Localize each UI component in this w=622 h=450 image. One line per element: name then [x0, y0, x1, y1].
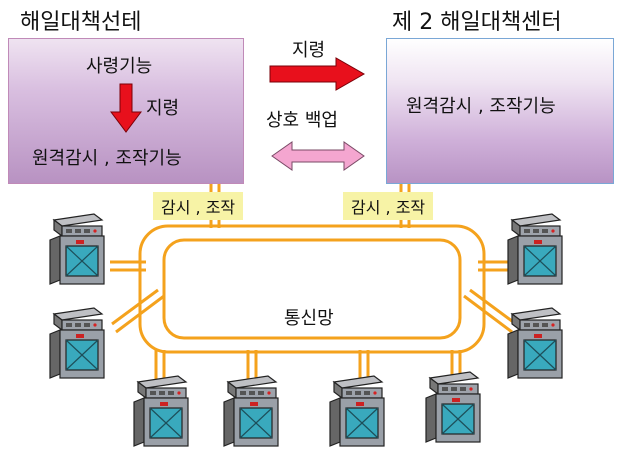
- left-remote-function-label: 원격감시 , 조작기능: [32, 148, 182, 169]
- internal-command-label: 지령: [146, 98, 180, 119]
- server-terminal-3: [507, 213, 563, 285]
- right-center-panel: [386, 38, 614, 184]
- server-terminal-8: [425, 371, 481, 443]
- network-label: 통신망: [284, 308, 334, 329]
- monitor-control-tag-right: 감시 , 조작: [343, 192, 434, 220]
- server-terminal-7: [329, 375, 385, 447]
- right-remote-function-label: 원격감시 , 조작기능: [406, 96, 556, 117]
- server-terminal-1: [49, 213, 105, 285]
- server-terminal-5: [133, 375, 189, 447]
- command-arrow: [269, 57, 366, 91]
- server-terminal-6: [223, 375, 279, 447]
- command-link-label: 지령: [292, 40, 326, 61]
- server-terminal-4: [507, 307, 563, 379]
- backup-link-label: 상호 백업: [266, 110, 338, 131]
- right-center-title: 제 2 해일대책센터: [392, 10, 562, 35]
- backup-arrow: [271, 141, 365, 171]
- server-terminal-2: [49, 307, 105, 379]
- monitor-control-tag-left: 감시 , 조작: [153, 192, 244, 220]
- left-center-panel: [8, 38, 244, 184]
- network-ring: [138, 224, 486, 354]
- command-function-label: 사령기능: [86, 56, 153, 77]
- server-links: [110, 260, 517, 382]
- internal-command-arrow: [110, 83, 142, 133]
- left-center-title: 해일대책선테: [20, 10, 142, 35]
